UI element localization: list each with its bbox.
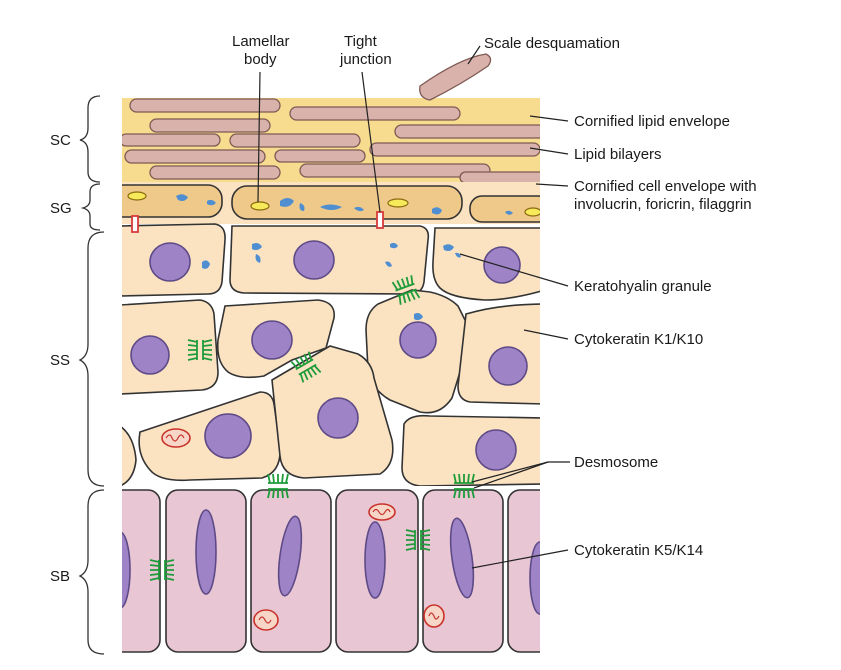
label-tight-line1: Tight: [344, 33, 378, 50]
label-cornified-lipid-envelope: Cornified lipid envelope: [574, 113, 730, 130]
desquamating-scale: [419, 53, 492, 101]
leader-tight: [361, 71, 381, 213]
leader-lipid-bilayers: [529, 147, 569, 155]
label-cytokeratin-k1k10: Cytokeratin K1/K10: [574, 331, 703, 348]
bracket-sc: [79, 95, 101, 183]
desmosome-4: [267, 473, 289, 499]
mitochondria: [161, 428, 445, 631]
label-lipid-bilayers: Lipid bilayers: [574, 146, 662, 163]
spinous-granules: [202, 242, 461, 321]
layer-label-sc: SC: [50, 132, 71, 149]
layer-label-sg: SG: [50, 200, 72, 217]
mitochondria-cristae: [165, 434, 440, 624]
label-cell-envelope-line2: involucrin, foricrin, filaggrin: [574, 196, 752, 213]
desmosomes: [149, 275, 475, 581]
granular-granules: [176, 194, 513, 215]
lamellar-bodies: [127, 191, 540, 217]
bracket-sg: [80, 183, 101, 231]
leader-cornified-lipid: [529, 115, 569, 122]
label-keratohyalin-granule: Keratohyalin granule: [574, 278, 712, 295]
label-cell-envelope-line1: Cornified cell envelope with: [574, 178, 757, 195]
label-lamellar-line2: body: [244, 51, 277, 68]
bracket-sb: [78, 489, 105, 655]
desmosome-3: [290, 351, 322, 383]
desmosome-7: [149, 559, 175, 581]
corneocytes: [122, 98, 540, 184]
desmosome-2: [187, 339, 213, 361]
leader-desmosome-b: [473, 461, 549, 489]
layer-brackets: [78, 95, 105, 655]
layer-label-ss: SS: [50, 352, 70, 369]
leader-k1k10: [523, 329, 569, 340]
leader-lines: [257, 45, 570, 569]
leader-keratohyalin: [459, 253, 569, 287]
leader-lamellar: [257, 71, 261, 203]
tissue-section: [122, 98, 540, 653]
nuclei: [122, 240, 540, 615]
label-cytokeratin-k5k14: Cytokeratin K5/K14: [574, 542, 703, 559]
label-lamellar-line1: Lamellar: [232, 33, 290, 50]
desmosome-1: [391, 275, 421, 305]
granular-cells: [122, 184, 540, 223]
leader-k5k14: [471, 549, 569, 569]
leader-cell-envelope: [535, 183, 569, 187]
bracket-ss: [78, 231, 105, 487]
desmosome-6: [405, 529, 431, 551]
label-scale-desquamation: Scale desquamation: [484, 35, 620, 52]
label-tight-line2: junction: [339, 51, 392, 68]
layer-label-sb: SB: [50, 568, 70, 585]
label-desmosome: Desmosome: [574, 454, 658, 471]
leader-scale: [467, 45, 481, 65]
desmosome-5: [453, 473, 475, 499]
